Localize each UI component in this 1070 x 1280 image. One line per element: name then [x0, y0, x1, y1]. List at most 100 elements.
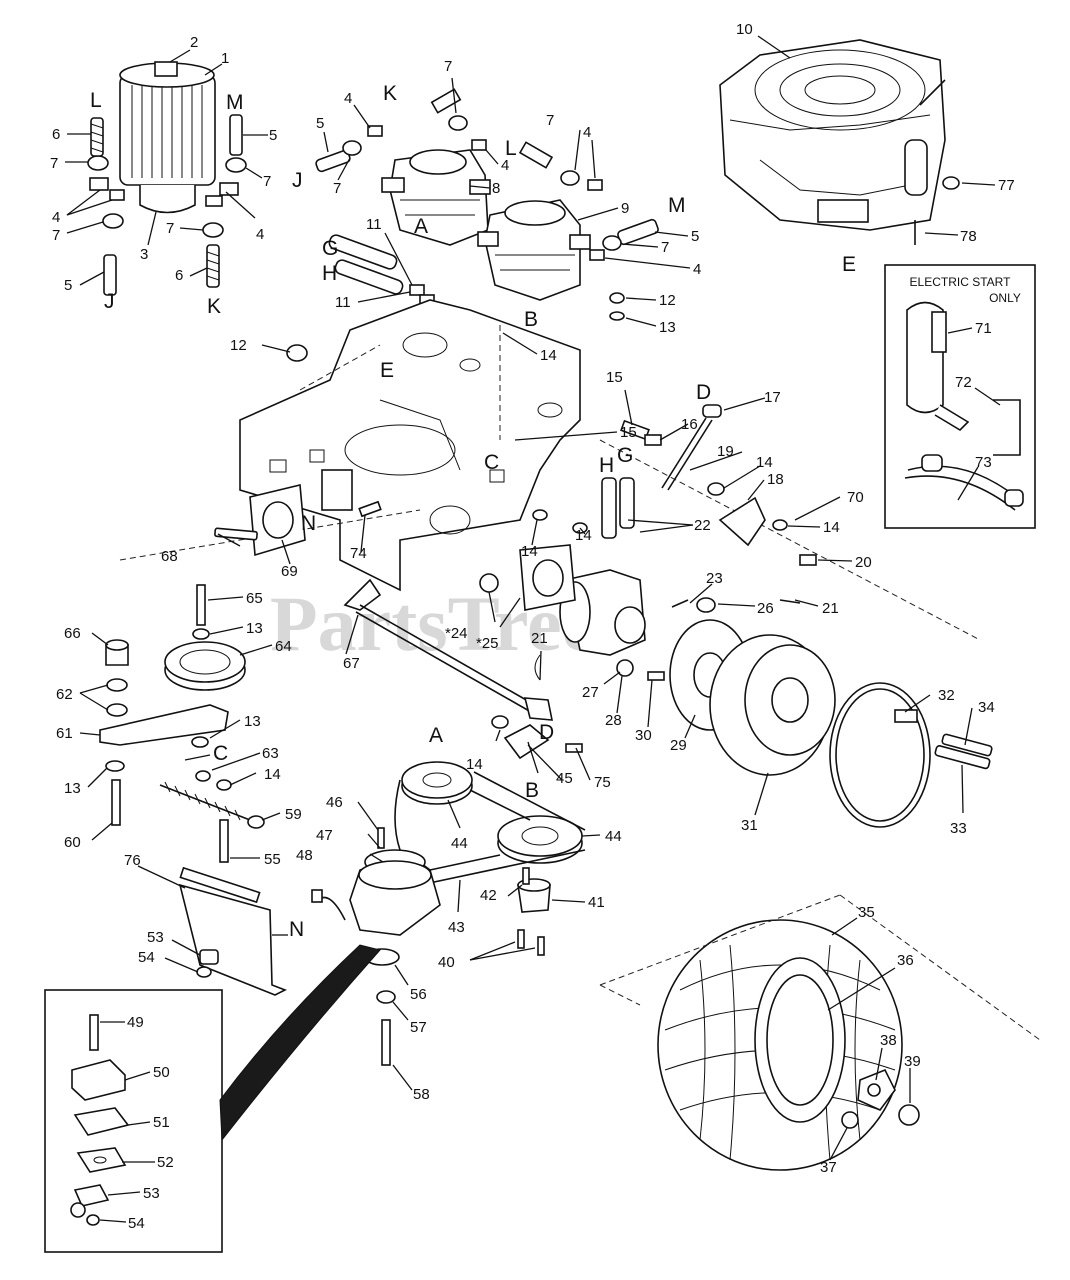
callout-41: 41	[588, 894, 605, 911]
wheel-tire	[599, 894, 1041, 1171]
letter-B: B	[525, 779, 539, 802]
callout-14: 14	[540, 347, 557, 364]
callout-36: 36	[897, 952, 914, 969]
callout-42: 42	[480, 887, 497, 904]
callout-50: 50	[153, 1064, 170, 1081]
callout-60: 60	[64, 834, 81, 851]
callout-70: 70	[847, 489, 864, 506]
callout-32: 32	[938, 687, 955, 704]
callout-39: 39	[904, 1053, 921, 1070]
callout-5: 5	[64, 277, 72, 294]
callout-24: *24	[445, 625, 468, 642]
callout-14: 14	[823, 519, 840, 536]
callout-64: 64	[275, 638, 292, 655]
reservoir-assembly	[87, 61, 247, 296]
letter-E: E	[380, 359, 394, 382]
callout-7: 7	[263, 173, 271, 190]
callout-11: 11	[335, 294, 351, 311]
letter-E: E	[842, 253, 856, 276]
callout-14: 14	[575, 527, 592, 544]
callout-22: 22	[694, 517, 711, 534]
callout-55: 55	[264, 851, 281, 868]
letter-C: C	[484, 451, 499, 474]
callout-21: 21	[822, 600, 839, 617]
callout-4: 4	[52, 209, 60, 226]
callout-7: 7	[661, 239, 669, 256]
callout-labels: 2 1 6 7 4 7 5 3 5 7 4 7 6 5 7 4 7 4 7 4 …	[50, 21, 1015, 1232]
belt-pulley-assembly	[311, 715, 586, 1066]
callout-7: 7	[333, 180, 341, 197]
callout-13: 13	[659, 319, 676, 336]
callout-12: 12	[659, 292, 676, 309]
clutch-bracket	[178, 866, 287, 996]
letter-M: M	[226, 91, 244, 114]
callout-76: 76	[124, 852, 141, 869]
callout-27: 27	[582, 684, 599, 701]
letter-N: N	[301, 512, 316, 535]
callout-13: 13	[64, 780, 81, 797]
callout-13: 13	[244, 713, 261, 730]
callout-4: 4	[693, 261, 701, 278]
idler-pulley-assembly	[99, 584, 265, 863]
callout-8: 8	[492, 180, 500, 197]
callout-1: 1	[221, 50, 229, 67]
frame-chassis	[119, 299, 981, 641]
callout-21: 21	[531, 630, 548, 647]
hydro-pump-right	[477, 199, 591, 301]
letter-D: D	[539, 721, 554, 744]
callout-78: 78	[960, 228, 977, 245]
callout-14: 14	[264, 766, 281, 783]
callout-4: 4	[501, 157, 509, 174]
letter-N: N	[289, 918, 304, 941]
callout-67: 67	[343, 655, 360, 672]
callout-47: 47	[316, 827, 333, 844]
letter-A: A	[414, 215, 428, 238]
letter-H: H	[322, 262, 337, 285]
letter-K: K	[383, 82, 397, 105]
callout-7: 7	[166, 220, 174, 237]
letter-J: J	[104, 290, 115, 313]
callout-14: 14	[521, 543, 538, 560]
callout-23: 23	[706, 570, 723, 587]
callout-6: 6	[52, 126, 60, 143]
inset-title-line1: ELECTRIC START	[910, 275, 1012, 289]
callout-4: 4	[344, 90, 352, 107]
inset-title-line2: ONLY	[989, 291, 1021, 305]
callout-53: 53	[147, 929, 164, 946]
callout-54: 54	[138, 949, 155, 966]
callout-44: 44	[605, 828, 622, 845]
callout-68: 68	[161, 548, 178, 565]
letter-H: H	[599, 454, 614, 477]
callout-7: 7	[546, 112, 554, 129]
callout-53: 53	[143, 1185, 160, 1202]
callout-7: 7	[52, 227, 60, 244]
drum-brake-assembly	[479, 544, 993, 828]
letter-G: G	[322, 237, 338, 260]
letter-C: C	[213, 742, 228, 765]
letter-A: A	[429, 724, 443, 747]
hydro-pump-left	[381, 149, 491, 246]
callout-69: 69	[281, 563, 298, 580]
callout-35: 35	[858, 904, 875, 921]
callout-44: 44	[451, 835, 468, 852]
callout-29: 29	[670, 737, 687, 754]
gasket-plate	[214, 469, 382, 557]
callout-4: 4	[583, 124, 591, 141]
letter-L: L	[505, 137, 517, 160]
callout-48: 48	[296, 847, 313, 864]
callout-5: 5	[316, 115, 324, 132]
callout-3: 3	[140, 246, 148, 263]
leader-lines	[65, 35, 1001, 1223]
callout-31: 31	[741, 817, 758, 834]
clutch-detail-inset	[44, 944, 381, 1253]
callout-9: 9	[621, 200, 629, 217]
callout-11: 11	[366, 216, 382, 233]
callout-5: 5	[691, 228, 699, 245]
callout-38: 38	[880, 1032, 897, 1049]
linkage-right	[532, 404, 817, 566]
callout-52: 52	[157, 1154, 174, 1171]
callout-14: 14	[756, 454, 773, 471]
callout-49: 49	[127, 1014, 144, 1031]
callout-61: 61	[56, 725, 73, 742]
